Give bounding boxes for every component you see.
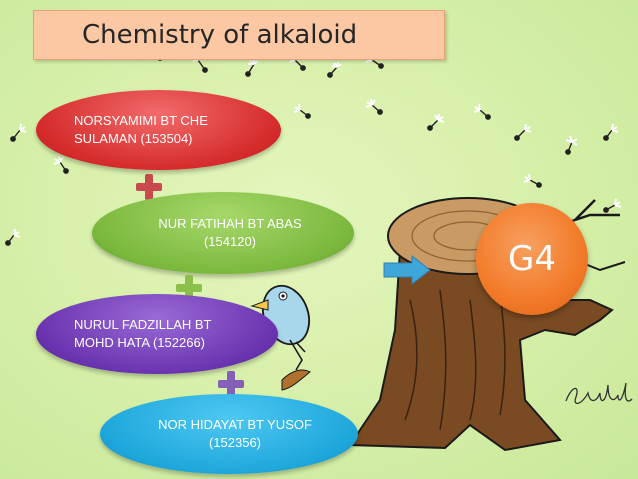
- member-1-id: SULAMAN (153504): [74, 131, 193, 146]
- member-1-name: NORSYAMIMI BT CHE: [74, 113, 208, 129]
- member-1-pill: NORSYAMIMI BT CHE SULAMAN (153504): [36, 90, 281, 170]
- slide-title: Chemistry of alkaloid: [82, 20, 358, 50]
- group-label: G4: [508, 239, 556, 279]
- member-3-id: MOHD HATA (152266): [74, 335, 206, 350]
- group-badge: G4: [476, 203, 588, 315]
- member-4-pill: NOR HIDAYAT BT YUSOF (152356): [100, 394, 358, 474]
- member-3-pill: NURUL FADZILLAH BT MOHD HATA (152266): [36, 294, 278, 374]
- signature: [565, 382, 633, 404]
- title-box: Chemistry of alkaloid: [33, 10, 445, 60]
- plus-icon: [218, 371, 244, 397]
- member-2-id: (154120): [203, 234, 257, 249]
- member-2-name: NUR FATIHAH BT ABAS: [158, 216, 302, 232]
- plus-icon: [176, 275, 202, 301]
- member-4-id: (152356): [208, 435, 262, 450]
- member-4-name: NOR HIDAYAT BT YUSOF: [158, 417, 312, 433]
- member-3-name: NURUL FADZILLAH BT: [74, 317, 212, 333]
- plus-icon: [136, 174, 162, 200]
- member-2-pill: NUR FATIHAH BT ABAS (154120): [92, 192, 354, 274]
- arrow-right-icon: [383, 254, 431, 286]
